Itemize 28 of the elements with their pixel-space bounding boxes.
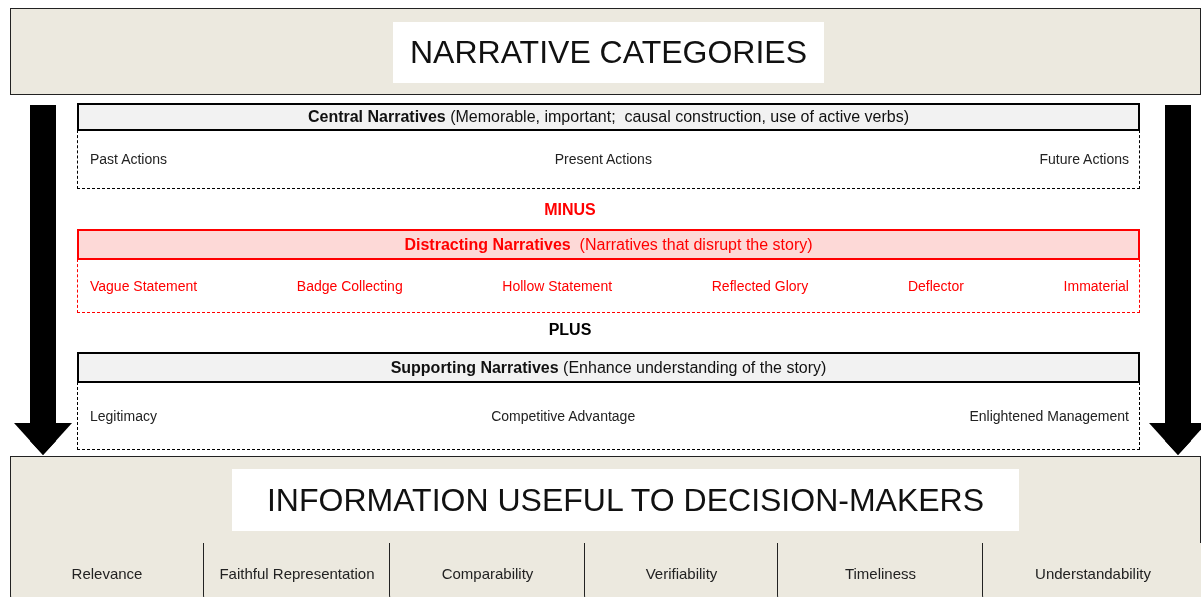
list-item: Past Actions [90, 151, 168, 167]
list-item: Enlightened Management [969, 407, 1129, 424]
list-item: Hollow Statement [502, 277, 613, 294]
category-header [77, 103, 1140, 131]
connector-word: PLUS [548, 321, 592, 339]
item-list-box [77, 259, 1140, 313]
list-item: Present Actions [554, 151, 652, 167]
list-item: Deflector [907, 277, 964, 294]
list-item: Legitimacy [90, 407, 157, 424]
category-band [10, 456, 1201, 597]
list-item: Badge Collecting [296, 277, 403, 294]
list-item: Reflected Glory [711, 277, 809, 294]
band-title: INFORMATION USEFUL TO DECISION-MAKERS [232, 469, 1019, 531]
category-header [77, 352, 1140, 383]
header-text: Distracting Narratives (Narratives that disrupt the story) [404, 235, 813, 254]
header-text: Supporting Narratives (Enhance understanding of the story) [390, 358, 827, 377]
connector-word: MINUS [544, 201, 596, 219]
category-band [10, 8, 1201, 95]
category-header [77, 229, 1140, 260]
item-list-box [77, 130, 1140, 189]
list-item: Competitive Advantage [491, 407, 636, 424]
header-text: Central Narratives (Memorable, important; causal construction, use of active verbs) [307, 108, 910, 126]
list-item: Immaterial [1063, 277, 1129, 294]
list-item: Future Actions [1039, 151, 1129, 167]
quality-tab: Understandability [982, 543, 1201, 597]
band-title: NARRATIVE CATEGORIES [393, 22, 824, 83]
list-item: Vague Statement [90, 277, 198, 294]
item-list-box [77, 382, 1140, 450]
